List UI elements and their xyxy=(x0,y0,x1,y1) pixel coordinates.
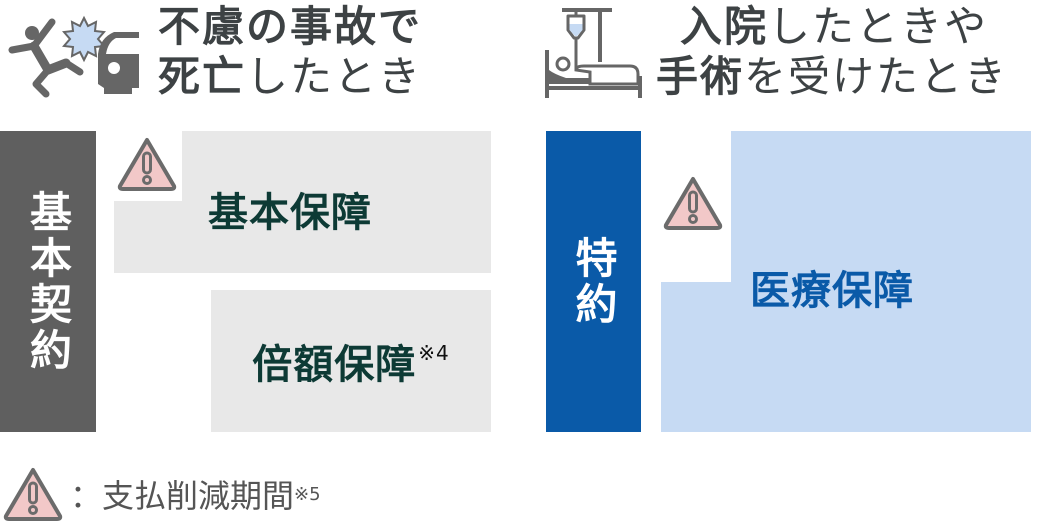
accident-icon xyxy=(4,8,139,100)
right-heading-line1-bold: 入院 xyxy=(680,2,769,51)
legend-separator: ： xyxy=(70,477,103,515)
base-contract-bar: 基本契約 xyxy=(0,131,96,432)
left-heading-line2-light: したとき xyxy=(246,52,423,101)
double-coverage-label: 倍額保障※4 xyxy=(252,332,449,390)
basic-coverage-box-ext xyxy=(114,201,182,273)
warning-icon xyxy=(662,175,724,231)
right-heading: 入院したときや 手術を受けたとき xyxy=(656,2,1008,102)
right-heading-line2-light: を受けたとき xyxy=(744,52,1009,101)
double-coverage-text: 倍額保障 xyxy=(252,342,417,388)
medical-coverage-box-ext xyxy=(661,282,731,432)
left-heading-line2-bold: 死亡 xyxy=(158,52,247,101)
legend: ： 支払削減期間※5 xyxy=(2,466,321,522)
hospital-bed-icon xyxy=(532,4,644,100)
right-heading-line1-light: したときや xyxy=(768,2,989,51)
legend-note: ※5 xyxy=(294,483,321,505)
medical-coverage-label: 医療保障 xyxy=(750,268,914,314)
warning-icon xyxy=(116,136,178,192)
medical-coverage-box xyxy=(731,131,1031,432)
rider-bar: 特約 xyxy=(546,131,641,432)
legend-label: 支払削減期間 xyxy=(102,477,295,515)
rider-label: 特約 xyxy=(569,235,618,328)
basic-coverage-box xyxy=(182,131,491,273)
warning-icon xyxy=(2,466,64,522)
double-coverage-note: ※4 xyxy=(418,341,450,365)
left-heading-line1: 不慮の事故で xyxy=(158,2,423,51)
double-coverage-box: 倍額保障※4 xyxy=(211,290,491,432)
right-heading-line2-bold: 手術 xyxy=(656,52,745,101)
base-contract-label: 基本契約 xyxy=(23,189,73,374)
left-heading: 不慮の事故で 死亡したとき xyxy=(158,2,422,102)
basic-coverage-label: 基本保障 xyxy=(208,190,372,236)
